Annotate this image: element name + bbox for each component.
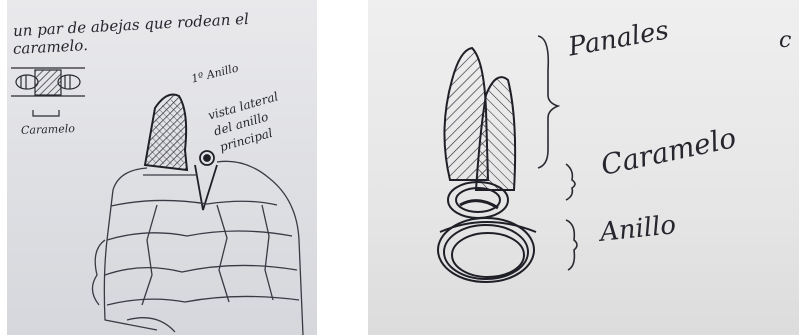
note-line-2: caramelo. <box>13 38 89 57</box>
caramelo-label-left: Caramelo <box>21 123 75 136</box>
fist-sketch <box>92 161 303 335</box>
ring-band-sketch <box>438 218 536 282</box>
anillo-label-right: Anillo <box>599 212 677 246</box>
sketch-photo-right: Panales c Caramelo Anillo <box>368 0 799 335</box>
edge-fragment-label: c <box>779 30 791 52</box>
caramel-sketch <box>448 182 508 218</box>
brace-lines <box>538 36 577 270</box>
ring-head <box>195 151 217 210</box>
bee-caramel-sketch <box>11 68 85 116</box>
sketch-photo-left: un par de abejas que rodean el caramelo.… <box>7 0 317 335</box>
